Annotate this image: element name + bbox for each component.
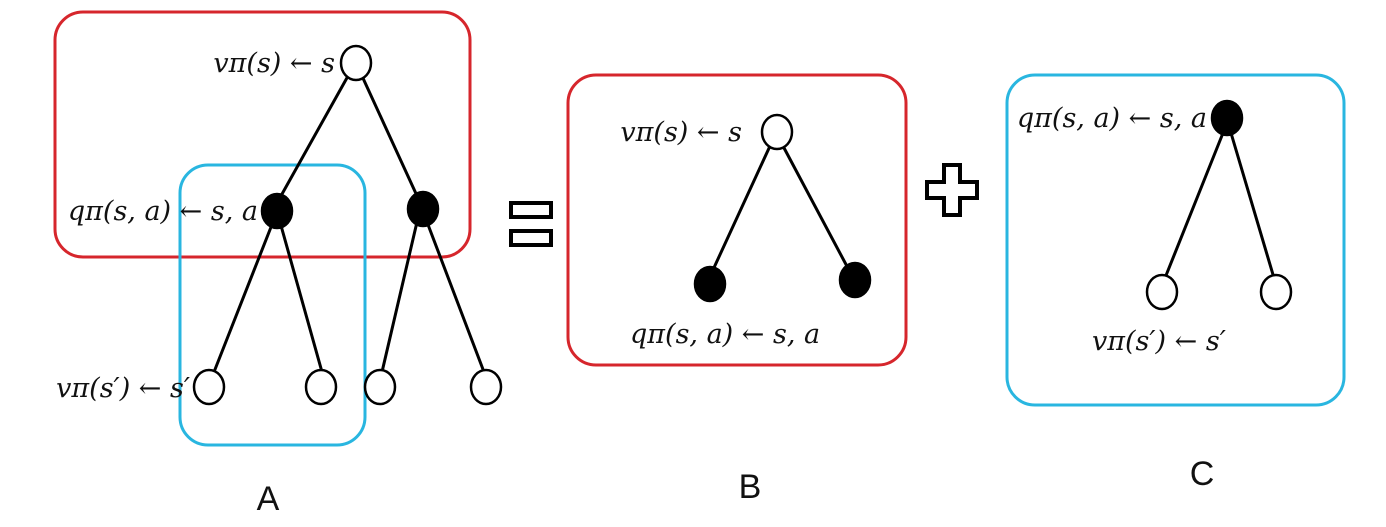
plus-icon bbox=[925, 163, 979, 217]
panel-caption-c: C bbox=[1190, 455, 1215, 493]
edge bbox=[1163, 131, 1225, 280]
edge bbox=[710, 144, 772, 274]
edge bbox=[781, 144, 852, 274]
successor-state-node bbox=[363, 368, 397, 406]
action-node bbox=[838, 261, 872, 299]
successor-state-node bbox=[304, 368, 338, 406]
edge bbox=[212, 220, 275, 374]
state-value-label: vπ(s) ← s bbox=[213, 48, 335, 79]
action-node bbox=[693, 265, 727, 303]
successor-value-label: vπ(s′) ← s′ bbox=[1092, 326, 1226, 357]
action-value-box bbox=[178, 163, 367, 447]
edge bbox=[1229, 131, 1276, 280]
panel-b: vπ(s) ← s qπ(s, a) ← s, a B bbox=[566, 73, 908, 506]
action-value-label: qπ(s, a) ← s, a bbox=[630, 319, 820, 350]
state-value-box bbox=[566, 73, 908, 367]
panel-a: vπ(s) ← s qπ(s, a) ← s, a vπ(s′) ← s′ A bbox=[53, 10, 503, 518]
successor-value-label: vπ(s′) ← s′ bbox=[56, 373, 190, 404]
successor-state-node bbox=[469, 368, 503, 406]
edge bbox=[380, 220, 419, 374]
successor-state-node bbox=[1145, 273, 1179, 311]
state-value-box bbox=[53, 10, 472, 259]
action-value-label: qπ(s, a) ← s, a bbox=[68, 196, 258, 227]
successor-state-node bbox=[192, 368, 226, 406]
edge bbox=[275, 74, 350, 205]
equals-icon bbox=[509, 201, 553, 247]
panel-c: qπ(s, a) ← s, a vπ(s′) ← s′ C bbox=[1005, 73, 1346, 493]
edge bbox=[278, 220, 324, 374]
action-node bbox=[260, 192, 294, 230]
state-value-label: vπ(s) ← s bbox=[620, 117, 742, 148]
panel-caption-b: B bbox=[739, 468, 762, 506]
root-state-node bbox=[760, 113, 794, 151]
root-state-node bbox=[339, 44, 373, 82]
panel-caption-a: A bbox=[257, 480, 280, 518]
action-value-label: qπ(s, a) ← s, a bbox=[1017, 103, 1207, 134]
action-value-box bbox=[1005, 73, 1346, 407]
action-node bbox=[406, 190, 440, 228]
successor-state-node bbox=[1259, 273, 1293, 311]
edge bbox=[360, 74, 420, 200]
action-node bbox=[1210, 99, 1244, 137]
edge bbox=[425, 220, 486, 374]
